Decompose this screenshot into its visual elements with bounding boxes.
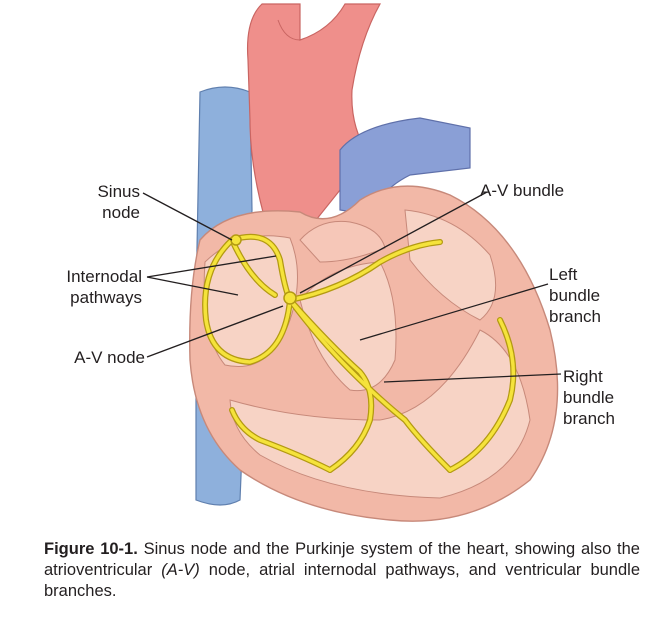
label-av-node: A-V node xyxy=(74,348,145,367)
heart-diagram xyxy=(142,3,562,522)
conduction-system xyxy=(202,233,517,473)
label-internodal-pathways: Internodal pathways xyxy=(66,267,142,307)
figure-caption: Figure 10-1. Sinus node and the Purkinje… xyxy=(44,539,640,602)
caption-figure-number: Figure 10-1. xyxy=(44,540,138,558)
label-right-bundle-branch: Right bundle branch xyxy=(563,367,615,428)
label-av-bundle: A-V bundle xyxy=(480,181,565,200)
caption-text-italic: (A-V) xyxy=(161,561,200,579)
leader-lines xyxy=(142,191,562,383)
caption-text-1: Sinus node and the Purkinje system of th… xyxy=(44,540,640,579)
caption-text-2: node, atrial internodal pathways, and ve… xyxy=(44,561,641,600)
label-left-bundle-branch: Left bundle branch xyxy=(549,265,601,326)
label-sinus-node: Sinus node xyxy=(97,182,140,222)
heart-chambers xyxy=(203,209,531,499)
